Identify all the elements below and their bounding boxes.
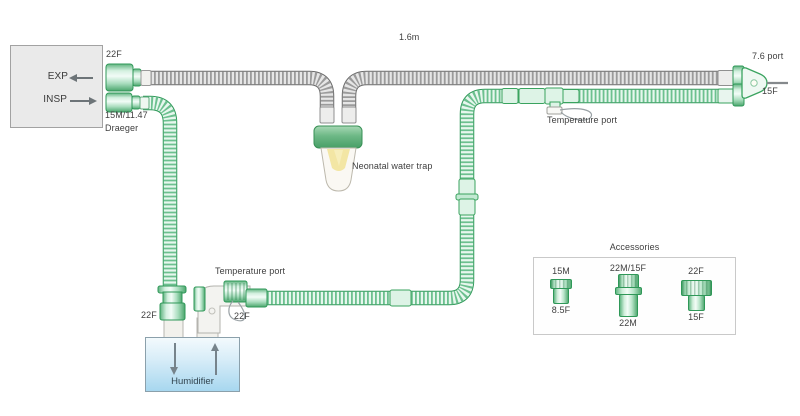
exp-connector-label: 22F — [106, 49, 122, 59]
temperature-port-insp — [544, 87, 593, 121]
insp-port-connector — [105, 92, 150, 113]
exp-port-connector — [105, 63, 152, 92]
insp-connector-label-line1: 15M/11.47 — [105, 110, 148, 120]
wye-patient-end-label: 15F — [762, 86, 778, 96]
accessory-2-body — [619, 294, 638, 317]
accessory-3-cup — [681, 280, 712, 296]
insp-label: INSP — [43, 94, 67, 105]
accessory-3-bottom-label: 15F — [688, 312, 704, 322]
patient-wye — [717, 65, 788, 107]
accessory-1-bottom-label: 8.5F — [551, 305, 571, 315]
water-trap-label: Neonatal water trap — [352, 161, 433, 171]
accessory-2-top-label: 22M/15F — [609, 263, 647, 273]
humidifier-outlet-elbow — [193, 280, 268, 334]
accessory-3-body — [688, 295, 705, 311]
accessories-title: Accessories — [609, 242, 660, 252]
tube-length-label: 1.6m — [399, 32, 420, 42]
flow-up-arrow-icon — [214, 350, 218, 375]
insp-arrowhead-icon — [89, 96, 97, 105]
insp-arrow-icon — [70, 100, 89, 103]
humidifier-inlet-connector — [157, 285, 187, 321]
temperature-port-humidifier-label: Temperature port — [215, 266, 286, 276]
tube-sleeves — [389, 88, 580, 307]
exp-arrowhead-icon — [69, 73, 77, 82]
accessory-1-top-label: 15M — [552, 266, 570, 276]
accessory-2-bottom-label: 22M — [619, 318, 637, 328]
exp-arrow-icon — [77, 77, 93, 80]
inspiratory-tube-to-humidifier — [143, 95, 178, 288]
water-trap — [313, 106, 363, 192]
humidifier-inlet-label: 22F — [141, 310, 157, 320]
insp-connector-label-line2: Draeger — [105, 123, 139, 133]
flow-up-arrowhead-icon — [211, 343, 220, 351]
wye-gas-port-label: 7.6 port — [752, 51, 784, 61]
accessory-3-top-label: 22F — [688, 266, 704, 276]
humidifier-outlet-label: 22F — [234, 311, 250, 321]
ventilator-box — [10, 45, 103, 128]
humidifier-box: Humidifier — [145, 337, 240, 392]
temperature-port-insp-label: Temperature port — [547, 115, 618, 125]
accessory-1-body — [553, 288, 569, 304]
flow-down-arrowhead-icon — [170, 367, 179, 375]
exp-label: EXP — [47, 71, 68, 82]
flow-down-arrow-icon — [173, 343, 177, 368]
expiratory-tube — [150, 70, 719, 122]
humidifier-label: Humidifier — [171, 376, 214, 387]
